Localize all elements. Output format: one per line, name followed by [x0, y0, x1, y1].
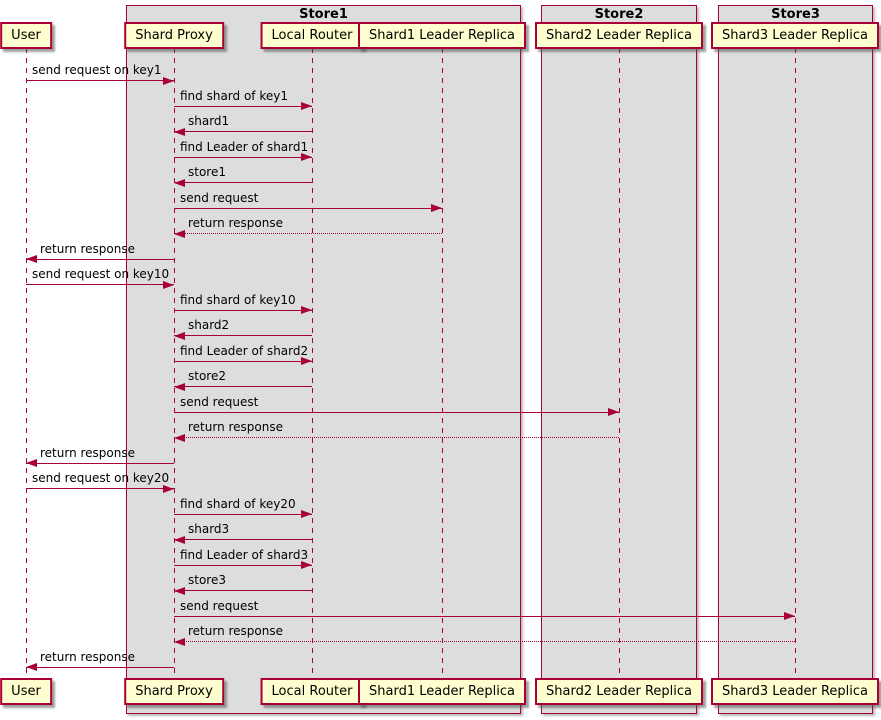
- arrowhead-icon: [174, 127, 185, 136]
- message-line: [174, 539, 312, 540]
- message-line: [174, 437, 619, 438]
- arrowhead-icon: [163, 76, 174, 85]
- message-line: [174, 335, 312, 336]
- participant-shard-proxy-bottom: Shard Proxy: [124, 678, 224, 705]
- arrowhead-icon: [26, 663, 37, 671]
- arrowhead-icon: [174, 331, 185, 340]
- lifeline-user: [25, 48, 27, 678]
- message-line: [174, 564, 312, 566]
- message-label: return response: [188, 420, 284, 434]
- message-line: [26, 666, 174, 668]
- message-label: find shard of key10: [180, 292, 296, 307]
- participant-shard1-leader-replica-top: Shard1 Leader Replica: [358, 22, 526, 49]
- participant-local-router-top: Local Router: [260, 22, 364, 49]
- frame-title-store3: Store3: [771, 7, 820, 22]
- arrowhead-icon: [174, 535, 185, 544]
- message-line: [174, 233, 442, 234]
- message-line: [174, 590, 312, 591]
- lifeline-shard3-leader-replica: [794, 48, 796, 678]
- message-line: [26, 462, 174, 464]
- participant-shard3-leader-replica-bottom: Shard3 Leader Replica: [711, 678, 879, 705]
- message-label: store3: [188, 573, 226, 587]
- lifeline-shard1-leader-replica: [441, 48, 443, 678]
- message-label: shard1: [188, 114, 230, 128]
- message-label: store1: [188, 165, 226, 179]
- arrowhead-icon: [301, 153, 312, 161]
- message-line: [26, 80, 174, 81]
- message-line: [174, 131, 312, 132]
- message-label: store2: [188, 369, 226, 383]
- message-line: [174, 386, 312, 387]
- arrowhead-icon: [163, 280, 174, 289]
- participant-shard-proxy-top: Shard Proxy: [124, 22, 224, 49]
- message-line: [26, 284, 174, 285]
- arrowhead-icon: [301, 102, 312, 110]
- participant-shard2-leader-replica-bottom: Shard2 Leader Replica: [535, 678, 703, 705]
- arrowhead-icon: [608, 408, 619, 416]
- message-label: return response: [40, 649, 136, 664]
- message-label: send request on key1: [32, 63, 162, 77]
- arrowhead-icon: [174, 586, 185, 595]
- lifeline-shard2-leader-replica: [618, 48, 620, 678]
- message-label: return response: [188, 624, 284, 638]
- message-label: find shard of key1: [180, 88, 288, 103]
- arrowhead-icon: [301, 561, 312, 569]
- participant-shard3-leader-replica-top: Shard3 Leader Replica: [711, 22, 879, 49]
- message-label: shard3: [188, 522, 230, 536]
- message-label: send request on key20: [32, 471, 170, 485]
- lifeline-shard-proxy: [173, 48, 175, 678]
- arrowhead-icon: [26, 255, 37, 263]
- participant-shard2-leader-replica-top: Shard2 Leader Replica: [535, 22, 703, 49]
- message-label: return response: [40, 241, 136, 256]
- participant-user-top: User: [0, 22, 52, 49]
- message-line: [174, 207, 442, 209]
- message-line: [174, 360, 312, 362]
- frame-store1: [126, 5, 521, 714]
- message-line: [174, 411, 619, 413]
- frame-title-store2: Store2: [594, 7, 644, 22]
- message-line: [174, 182, 312, 183]
- message-line: [26, 488, 174, 489]
- message-label: send request on key10: [32, 267, 170, 281]
- arrowhead-icon: [174, 637, 185, 646]
- arrowhead-icon: [301, 357, 312, 365]
- frame-title-store1: Store1: [299, 7, 348, 22]
- arrowhead-icon: [301, 306, 312, 314]
- message-label: return response: [40, 445, 136, 460]
- arrowhead-icon: [26, 459, 37, 467]
- message-line: [174, 513, 312, 515]
- lifeline-local-router: [311, 48, 313, 678]
- frame-store3: [718, 5, 873, 714]
- message-label: return response: [188, 216, 284, 230]
- message-label: find Leader of shard3: [180, 547, 309, 562]
- message-line: [174, 641, 795, 642]
- message-line: [174, 309, 312, 311]
- message-label: send request: [180, 598, 259, 613]
- arrowhead-icon: [784, 612, 795, 620]
- message-label: find Leader of shard2: [180, 343, 309, 358]
- participant-local-router-bottom: Local Router: [260, 678, 364, 705]
- arrowhead-icon: [174, 433, 185, 442]
- arrowhead-icon: [174, 229, 185, 238]
- arrowhead-icon: [163, 484, 174, 493]
- message-label: send request: [180, 190, 259, 205]
- arrowhead-icon: [431, 204, 442, 212]
- message-label: find Leader of shard1: [180, 139, 309, 154]
- participant-user-bottom: User: [0, 678, 52, 705]
- participant-shard1-leader-replica-bottom: Shard1 Leader Replica: [358, 678, 526, 705]
- message-line: [174, 156, 312, 158]
- message-label: find shard of key20: [180, 496, 296, 511]
- arrowhead-icon: [174, 382, 185, 391]
- arrowhead-icon: [174, 178, 185, 187]
- arrowhead-icon: [301, 510, 312, 518]
- message-line: [174, 615, 795, 617]
- message-label: shard2: [188, 318, 230, 332]
- message-line: [174, 105, 312, 107]
- message-line: [26, 258, 174, 260]
- message-label: send request: [180, 394, 259, 409]
